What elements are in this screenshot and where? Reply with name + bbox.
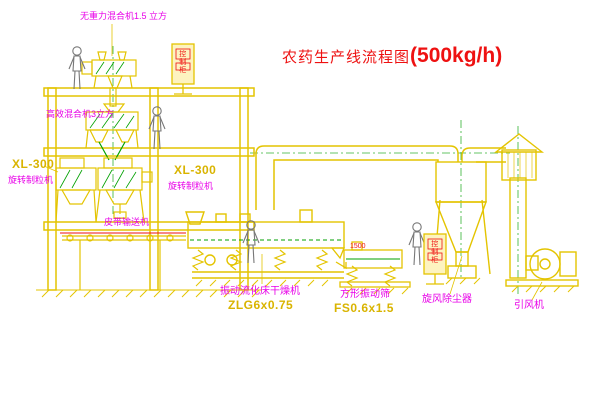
belt-conveyor [60, 232, 186, 290]
label-screen-model: FS0.6x1.5 [334, 301, 394, 315]
title-text: 农药生产线流程图 [282, 49, 411, 66]
label-dryer-name: 振动流化床干燥机 [220, 286, 300, 297]
label-granulator-center-name: 旋转制粒机 [168, 181, 214, 191]
label-granulator-left-name: 旋转制粒机 [8, 175, 54, 185]
label-mixer-mid: 高效混合机3立方 [46, 109, 115, 119]
vibrating-screen [330, 241, 411, 288]
stack-and-fan [493, 133, 579, 301]
zero-gravity-mixer [81, 24, 137, 107]
granulator-center [95, 157, 153, 223]
person-icon [408, 222, 426, 266]
label-control-cabinet-2: 控制柜 [430, 240, 438, 264]
label-control-cabinet-1: 控制柜 [178, 50, 186, 74]
label-screen-dimension: 1500 [350, 243, 366, 250]
ground-hatch [36, 277, 575, 298]
person-icon [148, 106, 166, 150]
fluid-bed-dryer [185, 209, 345, 284]
label-fan: 引风机 [514, 300, 544, 311]
label-cyclone: 旋风除尘器 [422, 294, 472, 305]
person-icon [242, 220, 260, 264]
label-dryer-model: ZLG6x0.75 [228, 298, 294, 312]
title-capacity: (500kg/h) [410, 44, 503, 67]
exhaust-duct [255, 145, 459, 210]
label-mixer-top: 无重力混合机1.5 立方 [80, 11, 168, 21]
granulator-left [43, 157, 97, 223]
label-granulator-left-model: XL-300 [12, 157, 55, 171]
label-belt-conveyor: 皮带输送机 [104, 217, 150, 227]
mixer-3m3 [85, 103, 139, 161]
label-screen-name: 方形振动筛 [340, 289, 390, 300]
label-granulator-center-model: XL-300 [174, 163, 217, 177]
diagram-title: 农药生产线流程图 (500kg/h) [282, 44, 502, 67]
